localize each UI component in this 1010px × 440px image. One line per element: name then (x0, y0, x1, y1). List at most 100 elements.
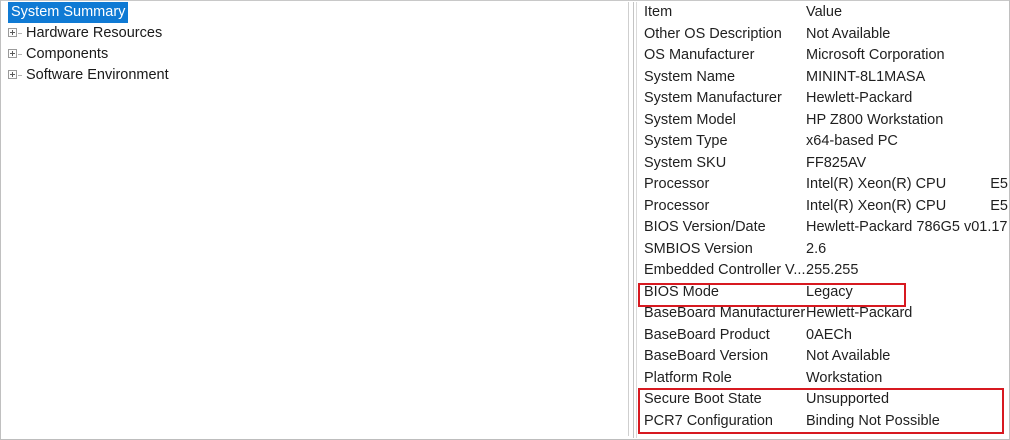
detail-item-value: HP Z800 Workstation (806, 110, 943, 132)
detail-item-value: Not Available (806, 24, 890, 46)
detail-value-text: Not Available (806, 348, 891, 364)
detail-column-header-row[interactable]: Item Value (638, 2, 1008, 24)
detail-value-text: x64-based PC (806, 133, 898, 149)
detail-row[interactable]: BaseBoard Product 0AECh (638, 325, 1008, 347)
detail-item-value: Microsoft Corporation (806, 45, 945, 67)
tree-connector-line (18, 75, 22, 76)
detail-item-name: PCR7 Configuration (644, 412, 773, 429)
detail-row[interactable]: Processor Intel(R) Xeon(R) CPU E5506 (638, 196, 1008, 218)
detail-value-text: Not Available (806, 25, 891, 42)
detail-item-name: Processor (644, 176, 710, 192)
detail-row[interactable]: System Type x64-based PC (638, 131, 1008, 153)
detail-item-value: Intel(R) Xeon(R) CPU E5506 (806, 196, 1008, 218)
pane-splitter-line-2[interactable] (633, 2, 634, 438)
detail-value-text: Hewlett-Packard (806, 90, 913, 106)
tree-connector-line (18, 33, 22, 34)
detail-item-name: BIOS Mode (644, 283, 719, 300)
tree-connector-line (18, 54, 22, 55)
detail-row[interactable]: SMBIOS Version 2.6 (638, 239, 1008, 261)
detail-row[interactable]: System SKU FF825AV (638, 153, 1008, 175)
detail-value-text: MININT-8L1MASA (806, 68, 926, 85)
detail-row[interactable]: OS Manufacturer Microsoft Corporation (638, 45, 1008, 67)
tree-node-label: System Summary (8, 2, 129, 23)
column-header-item[interactable]: Item (644, 4, 673, 20)
tree-node-system-summary[interactable]: System Summary (2, 2, 626, 23)
detail-row[interactable]: Platform Role Workstation (638, 368, 1008, 390)
tree-node-software-environment[interactable]: Software Environment (2, 65, 626, 86)
detail-value-text: Binding Not Possible (806, 412, 940, 429)
detail-item-name: Secure Boot State (644, 391, 762, 407)
detail-row[interactable]: BaseBoard Version Not Available (638, 346, 1008, 368)
detail-item-value: Binding Not Possible (806, 411, 940, 433)
detail-value-text: 0AECh (806, 326, 852, 343)
detail-row[interactable]: System Name MININT-8L1MASA (638, 67, 1008, 89)
detail-item-value: MININT-8L1MASA (806, 67, 925, 89)
expand-plus-icon[interactable] (8, 48, 17, 58)
pane-splitter-line-3[interactable] (636, 2, 637, 438)
column-header-value[interactable]: Value (806, 4, 843, 20)
detail-item-value: Hewlett-Packard (806, 88, 912, 110)
detail-value-extra: E5506 (990, 197, 1008, 214)
tree-node-label: Hardware Resources (26, 25, 163, 41)
detail-item-value: Workstation (806, 368, 882, 390)
detail-value-text: Legacy (806, 283, 853, 300)
detail-item-name: System Type (644, 133, 728, 149)
detail-item-value: FF825AV (806, 153, 866, 175)
detail-item-name: Embedded Controller V... (644, 262, 806, 278)
tree-node-hardware-resources[interactable]: Hardware Resources (2, 23, 626, 44)
detail-item-value: Not Available (806, 346, 890, 368)
detail-item-name: Other OS Description (644, 25, 782, 42)
detail-value-text: Microsoft Corporation (806, 47, 945, 63)
detail-item-value: Unsupported (806, 389, 889, 411)
detail-item-value: 2.6 (806, 239, 826, 261)
detail-row[interactable]: Secure Boot State Unsupported (638, 389, 1008, 411)
detail-row[interactable]: Embedded Controller V...255.255 (638, 260, 1008, 282)
detail-item-name: System Manufacturer (644, 90, 782, 106)
detail-item-value: Hewlett-Packard (806, 303, 912, 325)
detail-item-name: BIOS Version/Date (644, 219, 766, 235)
detail-item-value: Legacy (806, 282, 853, 304)
detail-item-name: Processor (644, 197, 710, 214)
detail-item-name: System Name (644, 68, 736, 85)
tree-node-label: Components (26, 46, 109, 62)
detail-item-name: BaseBoard Version (644, 348, 769, 364)
window-left-border (0, 0, 1, 440)
detail-item-value: Hewlett-Packard 786G5 v01.17, 8/ (806, 217, 1008, 239)
detail-row[interactable]: Other OS Description Not Available (638, 24, 1008, 46)
detail-item-name: BaseBoard Manufacturer (644, 305, 806, 321)
detail-item-value: 255.255 (806, 260, 858, 282)
detail-row[interactable]: System Manufacturer Hewlett-Packard (638, 88, 1008, 110)
detail-value-extra: E5506 (990, 176, 1008, 192)
detail-item-name: OS Manufacturer (644, 47, 755, 63)
detail-row[interactable]: Processor Intel(R) Xeon(R) CPU E5506 (638, 174, 1008, 196)
detail-row[interactable]: PCR7 Configuration Binding Not Possible (638, 411, 1008, 433)
tree-node-components[interactable]: Components (2, 44, 626, 65)
window-top-border (0, 0, 1010, 1)
detail-value-text: HP Z800 Workstation (806, 111, 944, 128)
detail-value-text: Intel(R) Xeon(R) CPU (806, 197, 947, 214)
detail-item-value: Intel(R) Xeon(R) CPU E5506 (806, 174, 1008, 196)
detail-item-name: System SKU (644, 154, 727, 171)
expand-plus-icon[interactable] (8, 69, 17, 79)
detail-value-text: 255.255 (806, 262, 859, 278)
detail-value-text: FF825AV (806, 154, 867, 171)
detail-row[interactable]: System Model HP Z800 Workstation (638, 110, 1008, 132)
detail-item-value: x64-based PC (806, 131, 898, 153)
detail-value-text: Intel(R) Xeon(R) CPU (806, 176, 947, 192)
detail-value-text: Hewlett-Packard 786G5 v01.17, 8/ (806, 219, 1008, 235)
detail-row[interactable]: BIOS Mode Legacy (638, 282, 1008, 304)
detail-value-text: Hewlett-Packard (806, 305, 913, 321)
detail-item-name: SMBIOS Version (644, 240, 753, 257)
detail-value-text: Workstation (806, 369, 883, 386)
detail-item-name: BaseBoard Product (644, 326, 770, 343)
expand-plus-icon[interactable] (8, 27, 17, 37)
detail-item-name: Platform Role (644, 369, 732, 386)
detail-value-text: 2.6 (806, 240, 827, 257)
detail-row[interactable]: BIOS Version/Date Hewlett-Packard 786G5 v… (638, 217, 1008, 239)
pane-splitter-line-1[interactable] (628, 2, 629, 436)
detail-item-name: System Model (644, 111, 736, 128)
